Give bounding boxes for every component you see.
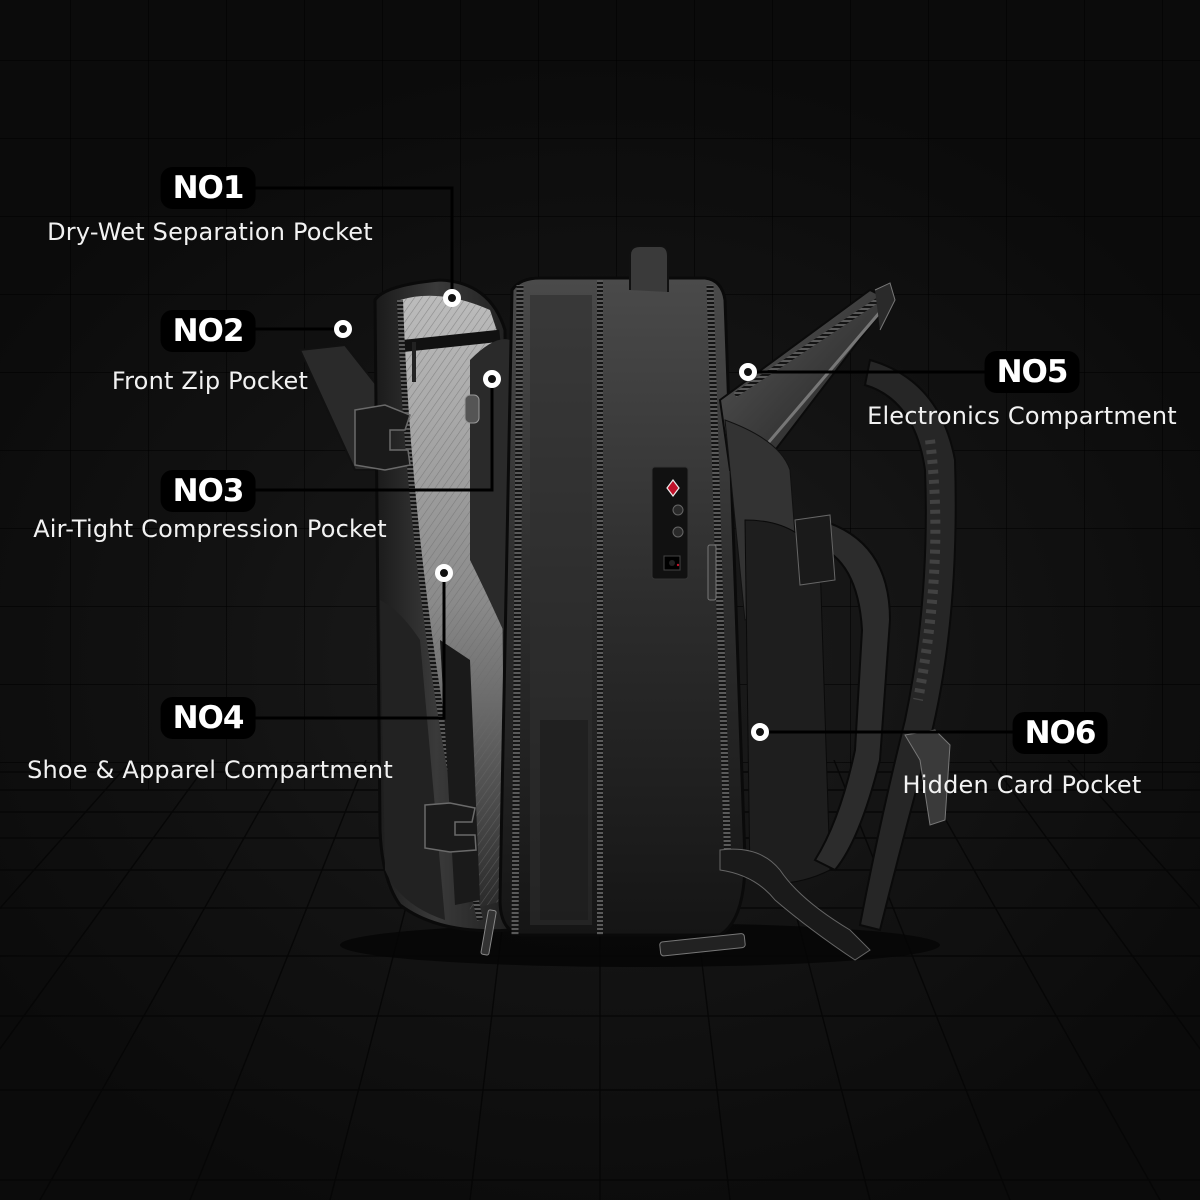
callout-dot-no1[interactable] <box>443 289 461 307</box>
strap-buckle <box>904 729 951 826</box>
callout-number-badge: NO5 <box>984 351 1080 393</box>
callout-label: Shoe & Apparel Compartment <box>27 756 393 784</box>
callout-number-badge: NO1 <box>160 167 256 209</box>
callout-number-badge: NO2 <box>160 310 256 352</box>
callout-label: Front Zip Pocket <box>111 367 309 395</box>
usb-port <box>464 394 480 424</box>
inner-zip-pocket <box>399 329 501 353</box>
callout-label: Dry-Wet Separation Pocket <box>47 218 373 246</box>
shoulder-strap-inner <box>813 518 892 872</box>
tsa-lock-icon <box>651 466 689 580</box>
callout-label: Hidden Card Pocket <box>902 771 1142 799</box>
callout-dot-no5[interactable] <box>739 363 757 381</box>
callout-dot-no2[interactable] <box>334 320 352 338</box>
callout-dot-no3[interactable] <box>483 370 501 388</box>
callout-label: Air-Tight Compression Pocket <box>33 515 387 543</box>
floor-perspective-grid <box>0 760 1200 1200</box>
top-handle <box>629 245 669 292</box>
callout-label: Electronics Compartment <box>867 402 1177 430</box>
callout-number-badge: NO4 <box>160 697 256 739</box>
zipper-pull <box>707 544 717 601</box>
buckle-lower <box>424 802 477 853</box>
callout-dot-no4[interactable] <box>435 564 453 582</box>
callout-dot-no6[interactable] <box>751 723 769 741</box>
callout-number-badge: NO3 <box>160 470 256 512</box>
bottom-loop <box>659 933 746 957</box>
callout-number-badge: NO6 <box>1012 712 1108 754</box>
